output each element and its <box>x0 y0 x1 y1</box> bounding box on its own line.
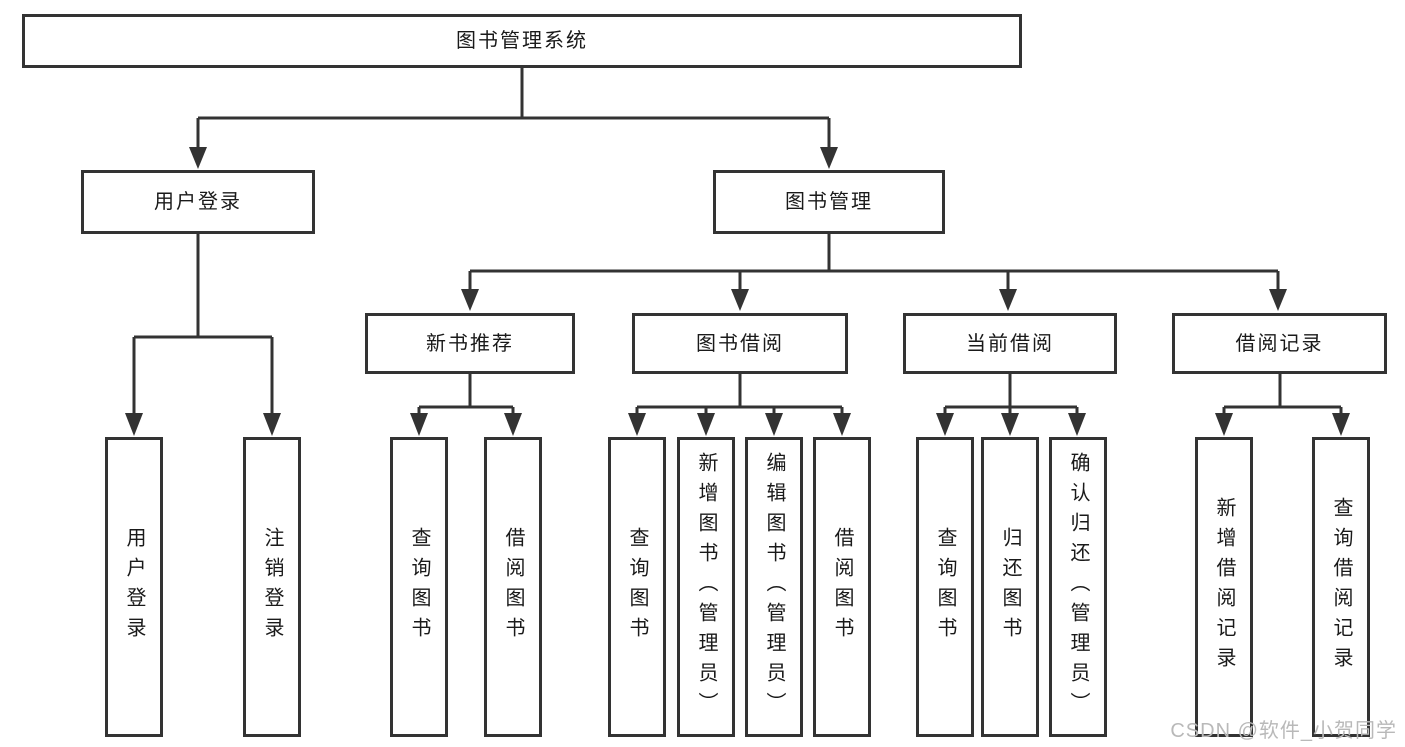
node-user-login: 用户登录 <box>81 170 315 234</box>
node-book-borrow: 图书借阅 <box>632 313 848 374</box>
node-current-borrow: 当前借阅 <box>903 313 1117 374</box>
leaf-add-books-admin: 新增图书（管理员） <box>677 437 735 737</box>
node-borrow-records: 借阅记录 <box>1172 313 1387 374</box>
leaf-query-borrow-record: 查询借阅记录 <box>1312 437 1370 737</box>
leaf-user-login: 用户登录 <box>105 437 163 737</box>
leaf-query-books-current: 查询图书 <box>916 437 974 737</box>
node-book-management: 图书管理 <box>713 170 945 234</box>
csdn-watermark: CSDN @软件_小贺同学 <box>1170 720 1397 742</box>
leaf-return-books: 归还图书 <box>981 437 1039 737</box>
leaf-borrow-books: 借阅图书 <box>813 437 871 737</box>
leaf-logout: 注销登录 <box>243 437 301 737</box>
leaf-query-books-recommend: 查询图书 <box>390 437 448 737</box>
leaf-confirm-return-admin: 确认归还（管理员） <box>1049 437 1107 737</box>
leaf-edit-books-admin: 编辑图书（管理员） <box>745 437 803 737</box>
leaf-borrow-books-recommend: 借阅图书 <box>484 437 542 737</box>
node-library-system: 图书管理系统 <box>22 14 1022 68</box>
node-new-book-recommend: 新书推荐 <box>365 313 575 374</box>
leaf-query-books-borrow: 查询图书 <box>608 437 666 737</box>
leaf-add-borrow-record: 新增借阅记录 <box>1195 437 1253 737</box>
